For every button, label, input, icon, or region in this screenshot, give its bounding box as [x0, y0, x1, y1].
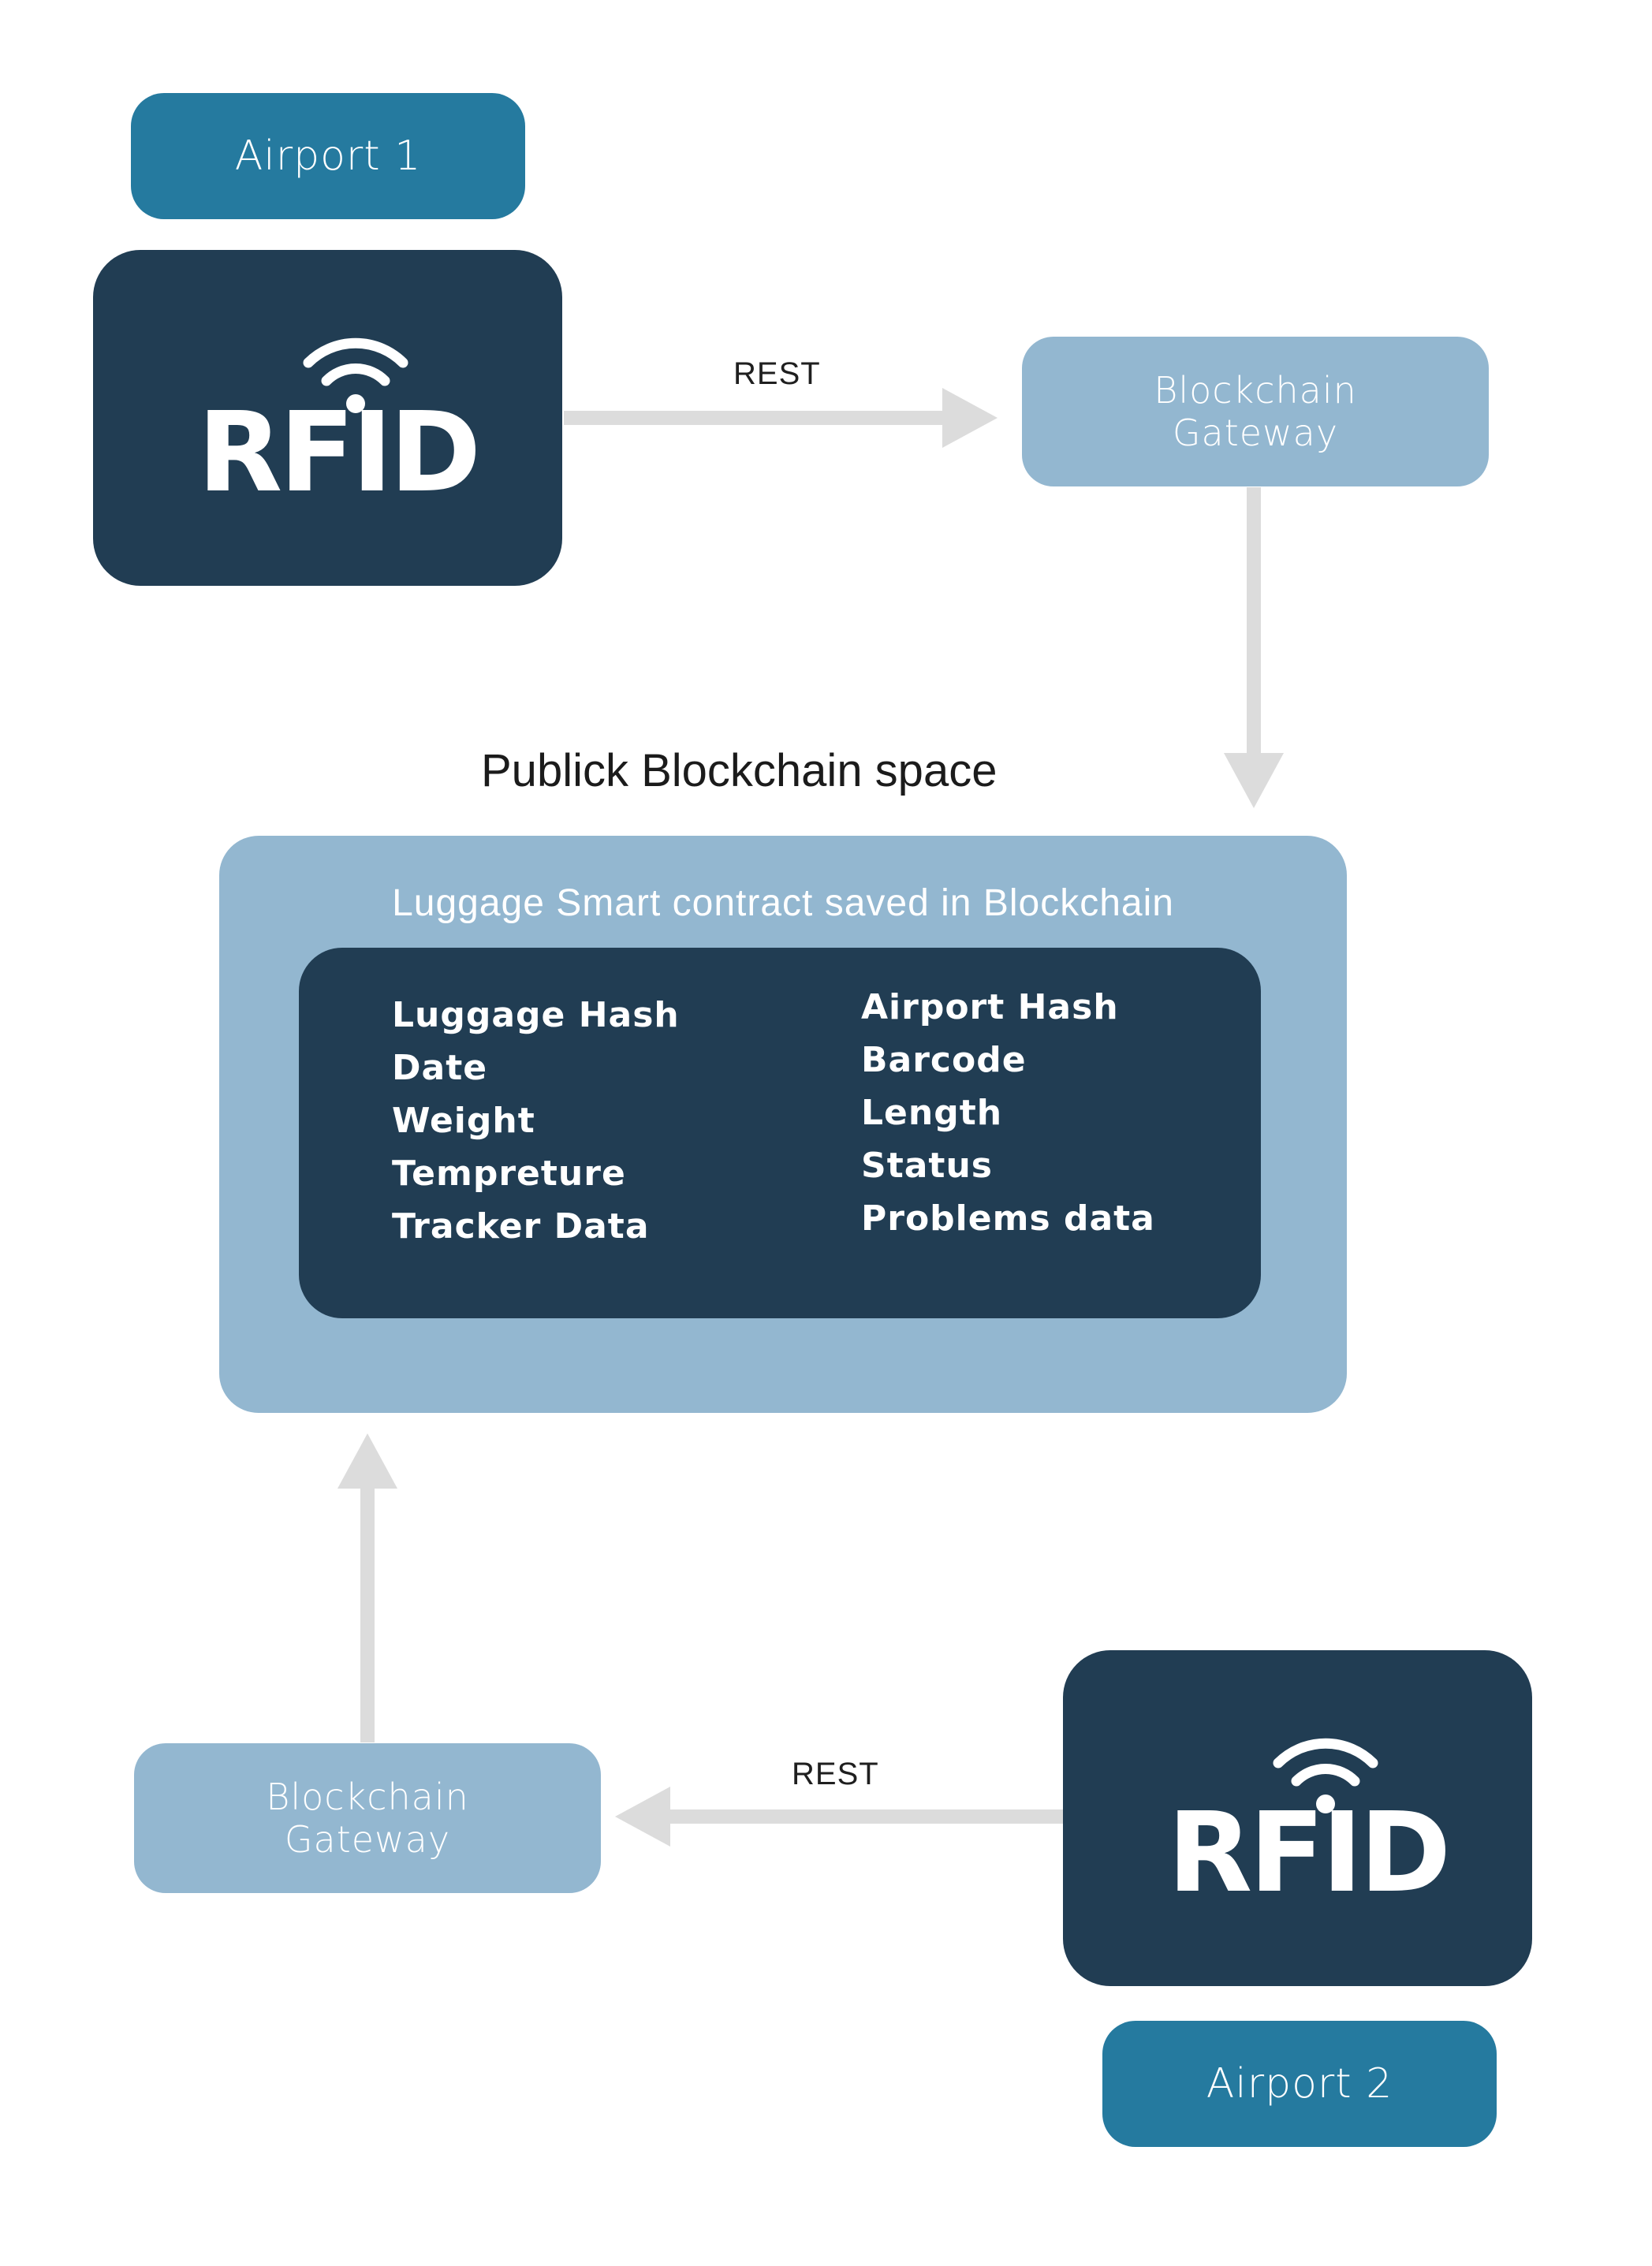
field-weight: Weight: [392, 1101, 535, 1141]
wifi-signal-icon: [1273, 1738, 1378, 1813]
arrow-head-right: [942, 388, 998, 448]
field-luggage-hash: Luggage Hash: [392, 995, 680, 1035]
arrow-head-left: [615, 1787, 670, 1847]
arrow-head-up: [337, 1433, 397, 1489]
right-fields: Airport Hash Barcode Length Status Probl…: [861, 981, 1155, 1245]
rfid-reader-2: RFID: [1063, 1650, 1532, 1986]
airport-1-label: Airport 1: [131, 93, 525, 219]
field-status: Status: [861, 1146, 993, 1186]
rfid-logo-1: RFID: [197, 327, 482, 517]
rest-label-bottom: REST: [792, 1757, 879, 1791]
wifi-signal-icon: [303, 337, 408, 413]
public-blockchain-space-title: Publick Blockchain space: [481, 745, 998, 796]
contract-title: Luggage Smart contract saved in Blockcha…: [392, 882, 1174, 924]
blockchain-gateway-bottom: Blockchain Gateway: [134, 1743, 601, 1893]
arrow-head-down: [1224, 753, 1284, 808]
airport-1-text: Airport 1: [234, 132, 422, 180]
left-fields: Luggage Hash Date Weight Tempreture Trac…: [392, 989, 680, 1253]
rfid-text-2: RFID: [1167, 1789, 1452, 1918]
rfid-reader-1: RFID: [93, 250, 562, 586]
luggage-smart-contract: Luggage Smart contract saved in Blockcha…: [219, 836, 1347, 1413]
field-tempreture: Tempreture: [392, 1153, 626, 1194]
blockchain-gateway-top: Blockchain Gateway: [1022, 337, 1489, 486]
rfid-logo-2: RFID: [1167, 1727, 1452, 1918]
field-length: Length: [861, 1093, 1003, 1133]
rfid-text-1: RFID: [197, 389, 482, 517]
field-tracker-data: Tracker Data: [392, 1206, 650, 1247]
contract-fields-panel: Luggage Hash Date Weight Tempreture Trac…: [299, 948, 1261, 1318]
rest-label-top: REST: [733, 356, 821, 391]
airport-2-label: Airport 2: [1102, 2021, 1497, 2147]
field-date: Date: [392, 1048, 488, 1088]
gateway-top-line2: Gateway: [1172, 412, 1339, 454]
gateway-bottom-line1: Blockchain: [266, 1776, 469, 1818]
gateway-bottom-line2: Gateway: [284, 1818, 451, 1861]
airport-2-text: Airport 2: [1206, 2060, 1393, 2108]
field-airport-hash: Airport Hash: [861, 987, 1119, 1027]
field-barcode: Barcode: [861, 1040, 1027, 1080]
gateway-top-line1: Blockchain: [1154, 369, 1357, 412]
field-problems-data: Problems data: [861, 1198, 1155, 1239]
